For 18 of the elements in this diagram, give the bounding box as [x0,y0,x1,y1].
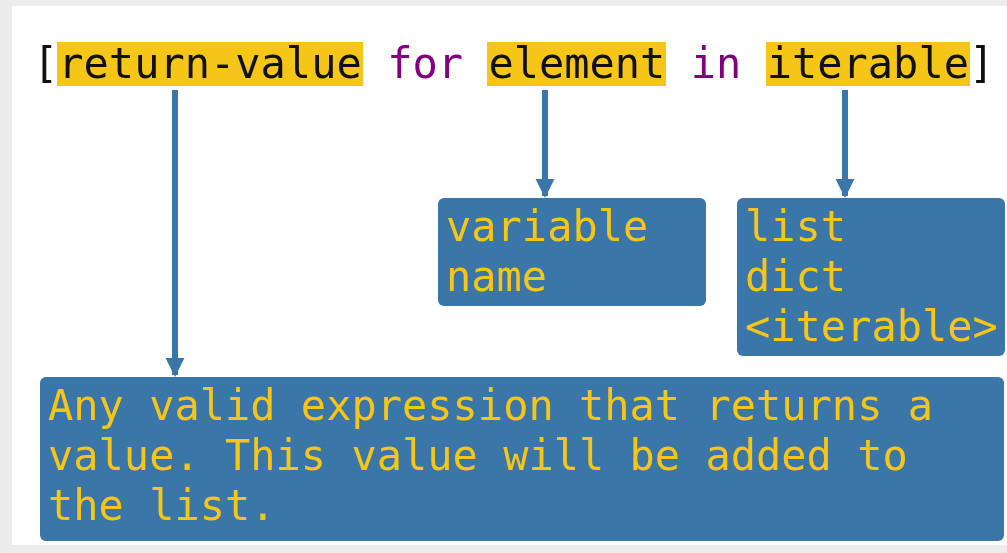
annotation-text: return-value [58,42,362,86]
annotation-text: <iterable> [745,302,997,352]
code-keyword: in [690,42,742,86]
arrow [165,90,185,377]
annotation-text: list [745,202,848,252]
annotation-text: variable name [446,202,650,302]
arrow [535,90,555,198]
annotation-box [40,377,1004,541]
annotation-text: element [488,42,666,86]
annotation-box [737,198,1005,356]
annotation-text: dict [745,252,848,302]
arrow [835,90,855,198]
annotation-text: Any valid expression that returns a value. This value will be added to the list. [48,381,934,531]
code-keyword: for [387,42,464,86]
bracket: ] [969,42,995,86]
bracket: [ [33,42,59,86]
annotation-box [438,198,706,306]
annotation-text: iterable [766,42,970,86]
